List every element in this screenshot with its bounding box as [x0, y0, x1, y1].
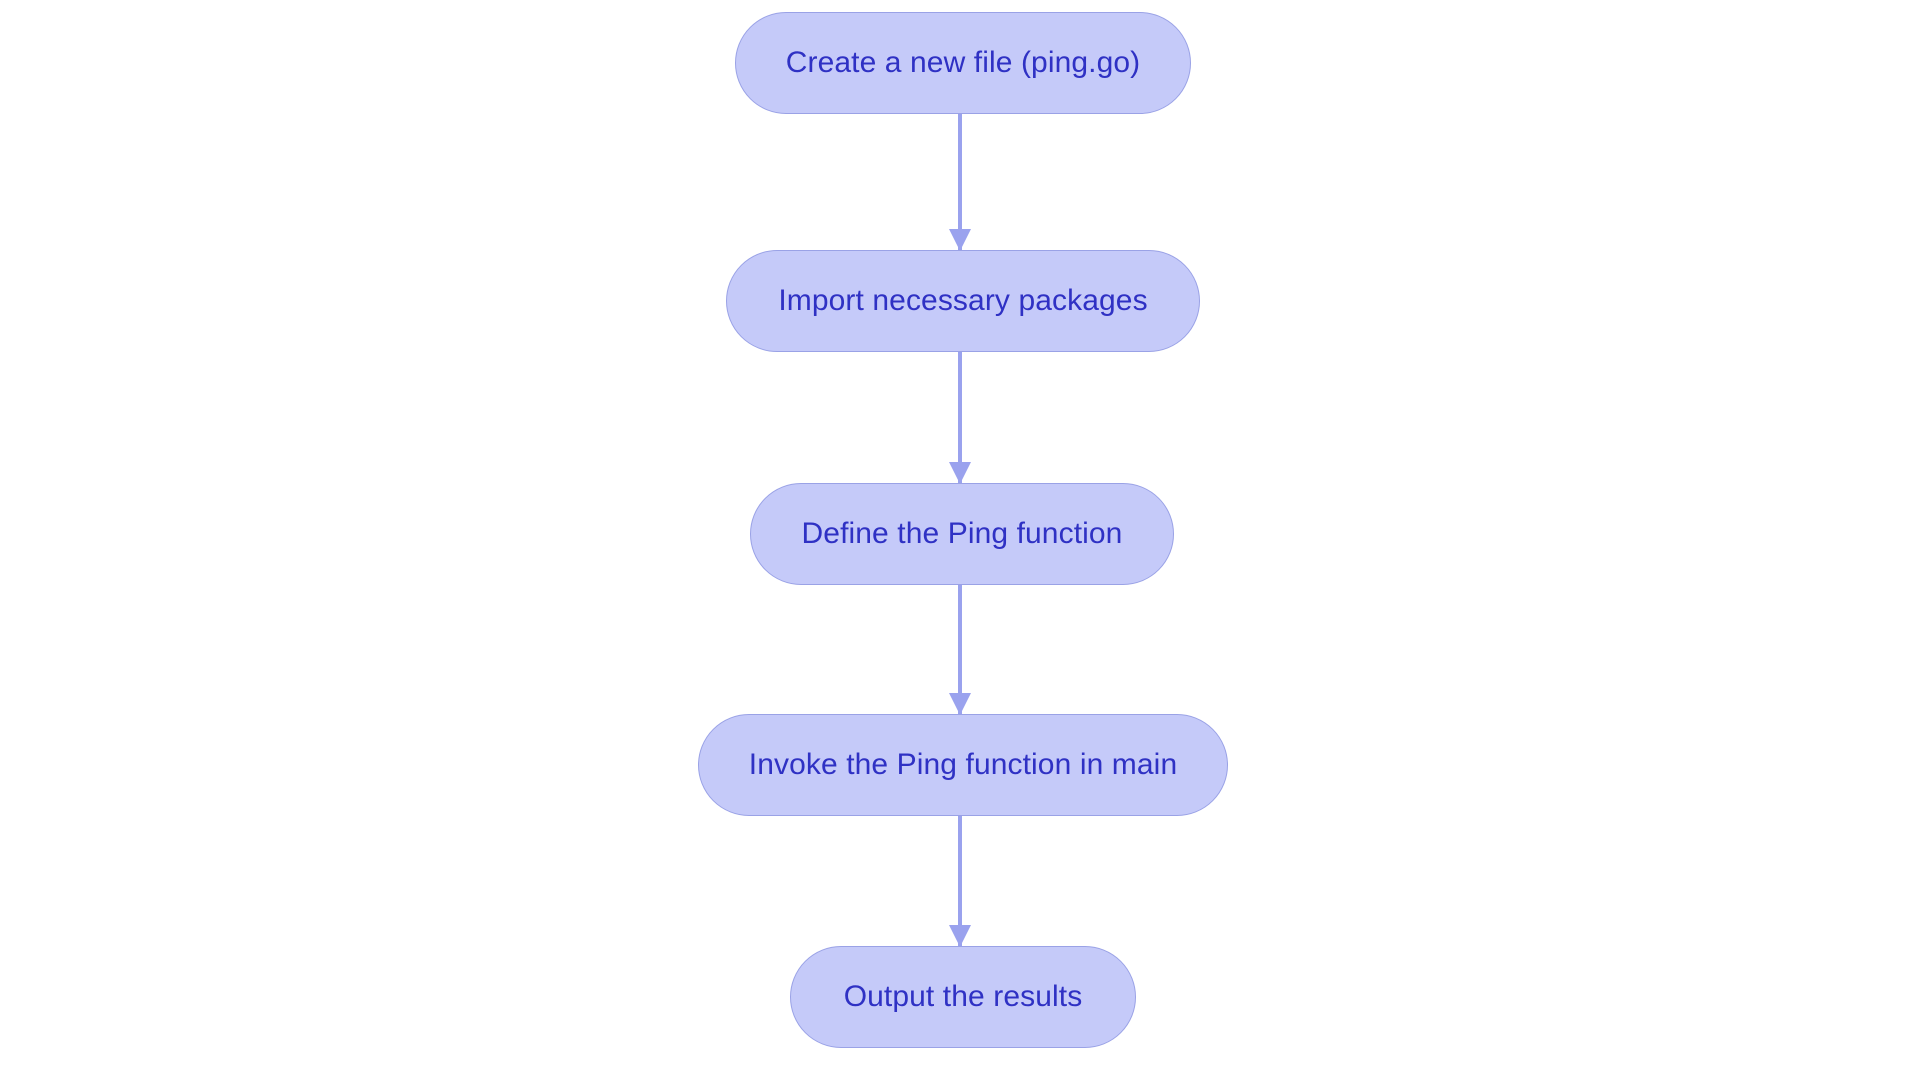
flow-node-label: Invoke the Ping function in main — [748, 748, 1178, 781]
edge-line — [958, 585, 962, 714]
flow-node-create-file[interactable]: Create a new file (ping.go) — [735, 12, 1191, 114]
arrow-down-icon — [949, 229, 971, 251]
edge-line — [958, 816, 962, 946]
flow-edge-invoke-to-output — [949, 816, 971, 947]
flow-node-label: Create a new file (ping.go) — [785, 46, 1141, 79]
flow-node-invoke-ping[interactable]: Invoke the Ping function in main — [698, 714, 1228, 816]
arrow-down-icon — [949, 925, 971, 947]
arrow-down-icon — [949, 462, 971, 484]
flow-node-label: Output the results — [843, 980, 1083, 1013]
edge-line — [958, 352, 962, 483]
flow-edge-create-to-import — [949, 114, 971, 251]
flow-node-label: Import necessary packages — [778, 284, 1148, 317]
flow-node-define-ping[interactable]: Define the Ping function — [750, 483, 1174, 585]
flow-node-import-packages[interactable]: Import necessary packages — [726, 250, 1200, 352]
edge-line — [958, 114, 962, 250]
flow-node-label: Define the Ping function — [801, 517, 1123, 550]
flow-edge-define-to-invoke — [949, 585, 971, 715]
arrow-down-icon — [949, 693, 971, 715]
flow-node-output-results[interactable]: Output the results — [790, 946, 1136, 1048]
flow-edge-import-to-define — [949, 352, 971, 484]
